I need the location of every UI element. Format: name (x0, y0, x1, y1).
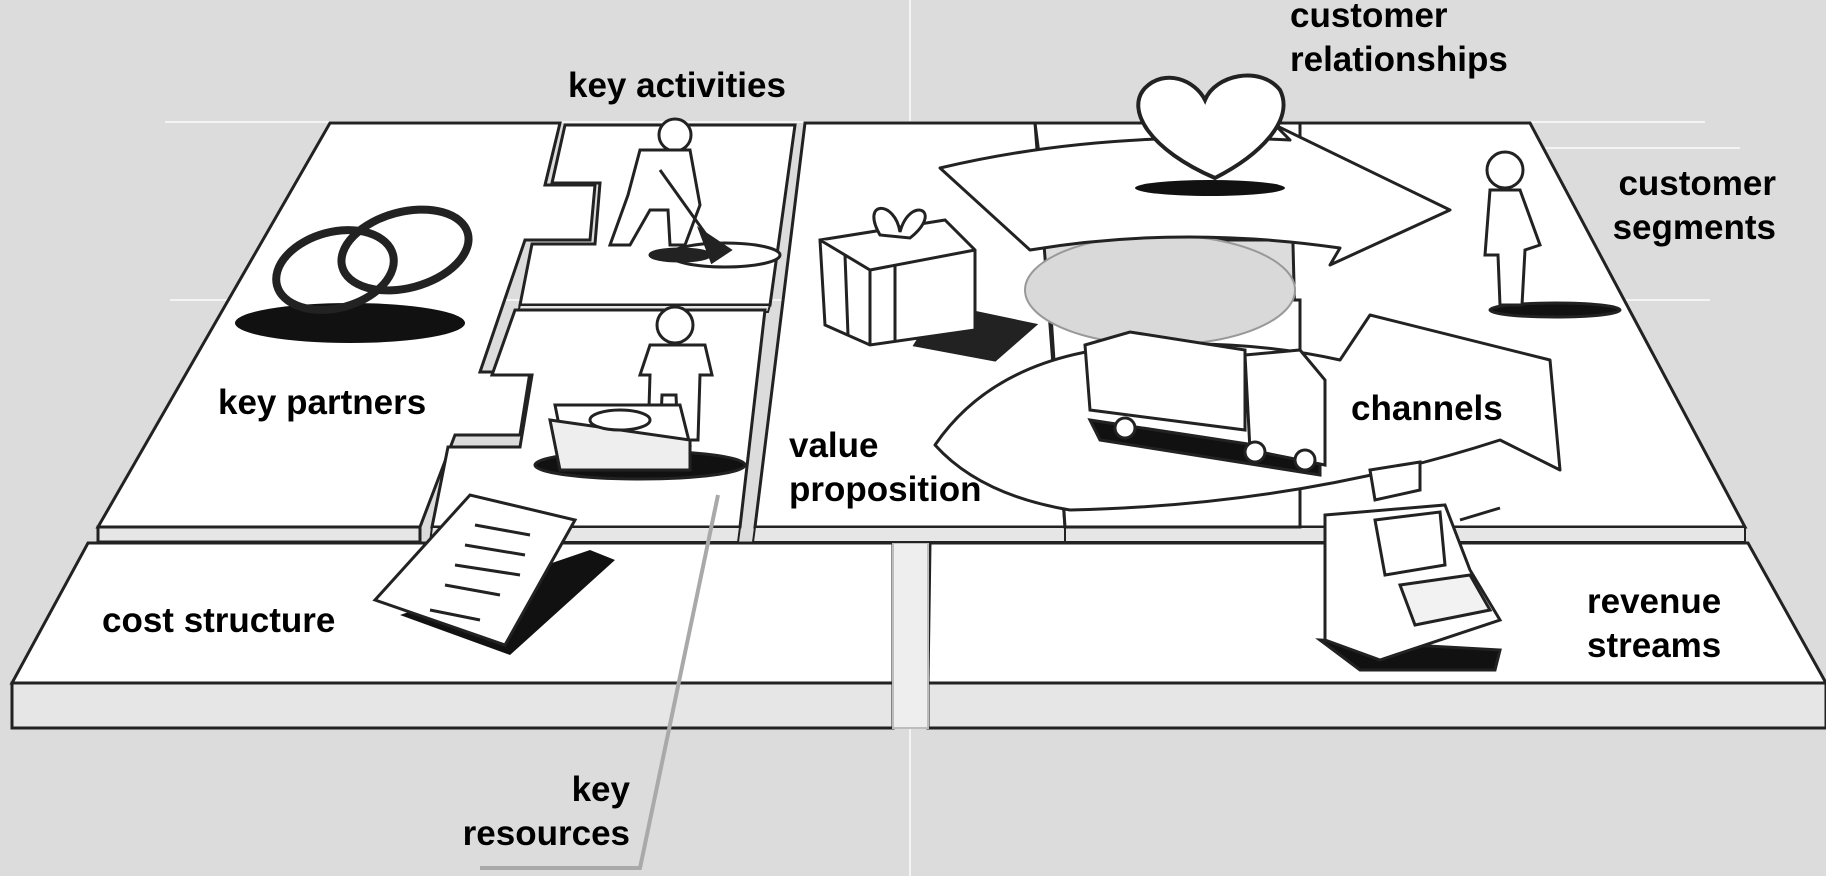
rings-icon (235, 205, 473, 343)
heart-icon (1135, 73, 1286, 196)
label-revenue-streams: revenue streams (1587, 580, 1721, 668)
cash-register-icon (1315, 460, 1503, 672)
key-resources-callout (480, 494, 720, 870)
label-customer-relationships-line2: relationships (1290, 40, 1508, 79)
label-key-partners: key partners (218, 383, 427, 422)
label-value-proposition: value proposition (789, 424, 981, 512)
label-customer-segments-line2: segments (1612, 208, 1776, 247)
label-key-resources-line2: resources (462, 814, 630, 853)
person-at-workbench-icon (533, 305, 747, 481)
revenue-streams-side (926, 681, 1826, 730)
label-value-proposition-line2: proposition (789, 470, 982, 509)
label-revenue-streams-line1: revenue (1587, 582, 1722, 621)
invoice-document-icon (372, 493, 615, 655)
delivery-truck-icon (1083, 330, 1327, 477)
label-customer-segments-line1: customer (1618, 164, 1776, 203)
standing-person-icon (1483, 150, 1622, 319)
cost-structure-side (10, 681, 895, 730)
label-revenue-streams-line2: streams (1587, 626, 1722, 665)
digging-person-icon (607, 117, 782, 269)
label-customer-segments: customer segments (1588, 162, 1776, 250)
gift-box-icon (818, 206, 1039, 362)
key-partners-side (96, 525, 422, 544)
label-key-resources-line1: key (571, 770, 630, 809)
label-channels: channels (1351, 389, 1503, 428)
label-customer-relationships: customer relationships (1290, 0, 1508, 82)
label-cost-structure: cost structure (102, 601, 336, 640)
label-key-activities: key activities (568, 66, 786, 105)
label-value-proposition-line1: value (789, 426, 879, 465)
center-connector (892, 542, 929, 729)
label-key-resources: key resources (430, 768, 630, 856)
label-customer-relationships-line1: customer (1290, 0, 1448, 35)
